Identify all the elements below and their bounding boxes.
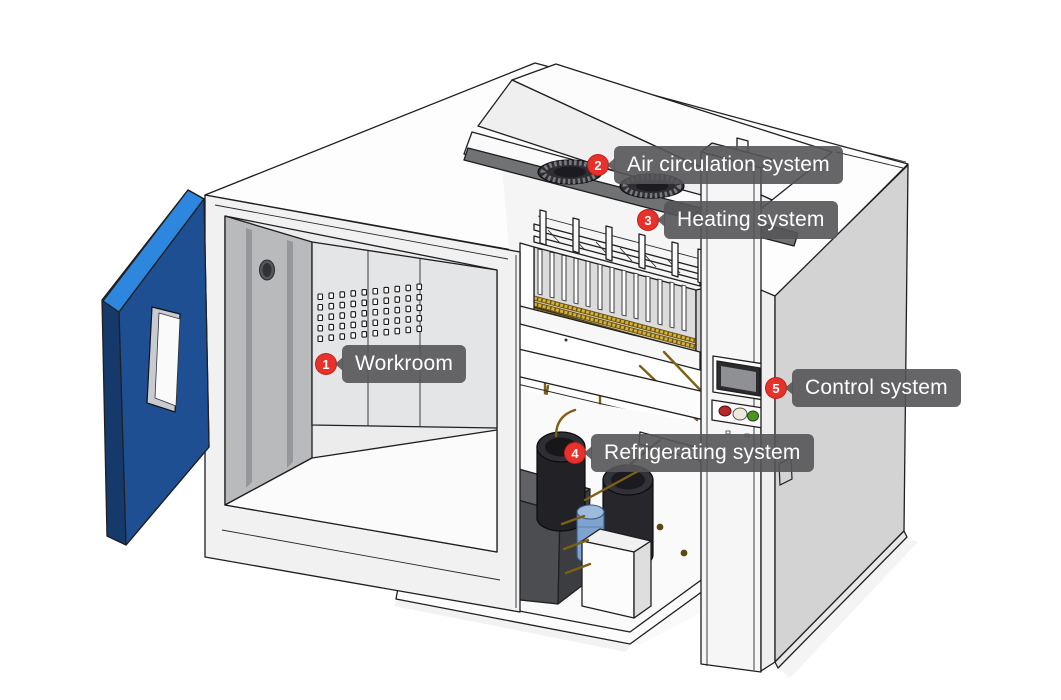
shadow xyxy=(394,600,630,652)
compressor-1 xyxy=(536,431,586,532)
fins xyxy=(537,248,687,332)
red-button xyxy=(718,405,732,417)
door-window xyxy=(146,306,181,413)
workroom-cube xyxy=(204,194,521,613)
heat-exchanger xyxy=(519,242,711,371)
interior-left-wall xyxy=(224,215,313,506)
shadow xyxy=(778,537,918,678)
heating-elements xyxy=(533,209,705,287)
cabinet-right xyxy=(760,164,909,672)
chamber-door xyxy=(101,189,210,546)
vent-grid xyxy=(317,283,423,343)
junction-box xyxy=(581,528,652,619)
green-button xyxy=(747,410,759,422)
valve xyxy=(656,523,664,531)
interior-floor xyxy=(224,429,498,553)
refrigerant-pipes-front xyxy=(554,408,716,575)
white-button xyxy=(732,407,748,421)
touchscreen xyxy=(712,355,765,401)
valve xyxy=(680,549,688,557)
